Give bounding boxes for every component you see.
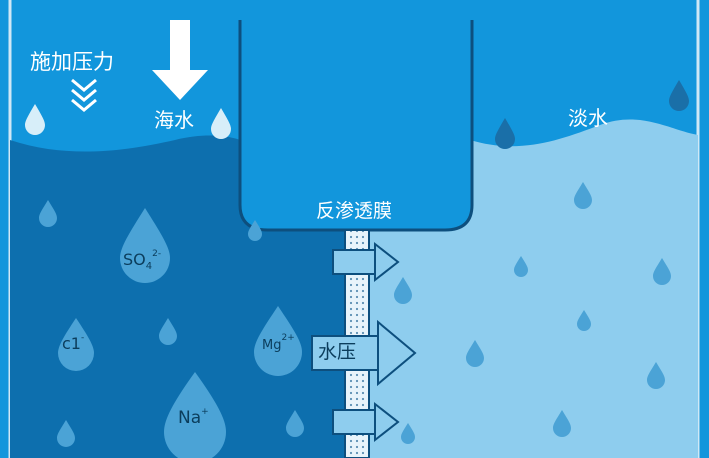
seawater-droplets (39, 200, 304, 447)
ion-droplet-chloride (58, 318, 94, 371)
flow-arrow-middle (311, 319, 417, 387)
ion-droplet-magnesium (254, 306, 302, 376)
ion-droplet-sulfate (120, 208, 170, 283)
membrane-label: 反渗透膜 (316, 200, 393, 222)
chloride-ion-label: c1- (62, 333, 85, 353)
water-pressure-label: 水压 (318, 341, 357, 363)
freshwater-droplets (394, 182, 671, 444)
magnesium-ion-label: Mg2+ (262, 333, 295, 353)
surface-droplets-dark (495, 80, 689, 149)
membrane-housing (238, 20, 474, 232)
flow-arrow-bottom (332, 401, 400, 443)
chevron-down-icon (71, 78, 97, 112)
seawater-label: 海水 (154, 108, 194, 132)
freshwater-label: 淡水 (568, 106, 608, 130)
sulfate-ion-label: SO42- (123, 249, 162, 272)
apply-pressure-label: 施加压力 (30, 50, 114, 74)
surface-droplets-light (25, 104, 231, 139)
ion-droplet-sodium (164, 372, 226, 458)
sodium-ion-label: Na+ (178, 407, 209, 428)
flow-arrow-top (332, 241, 400, 283)
pressure-arrow (152, 20, 208, 100)
